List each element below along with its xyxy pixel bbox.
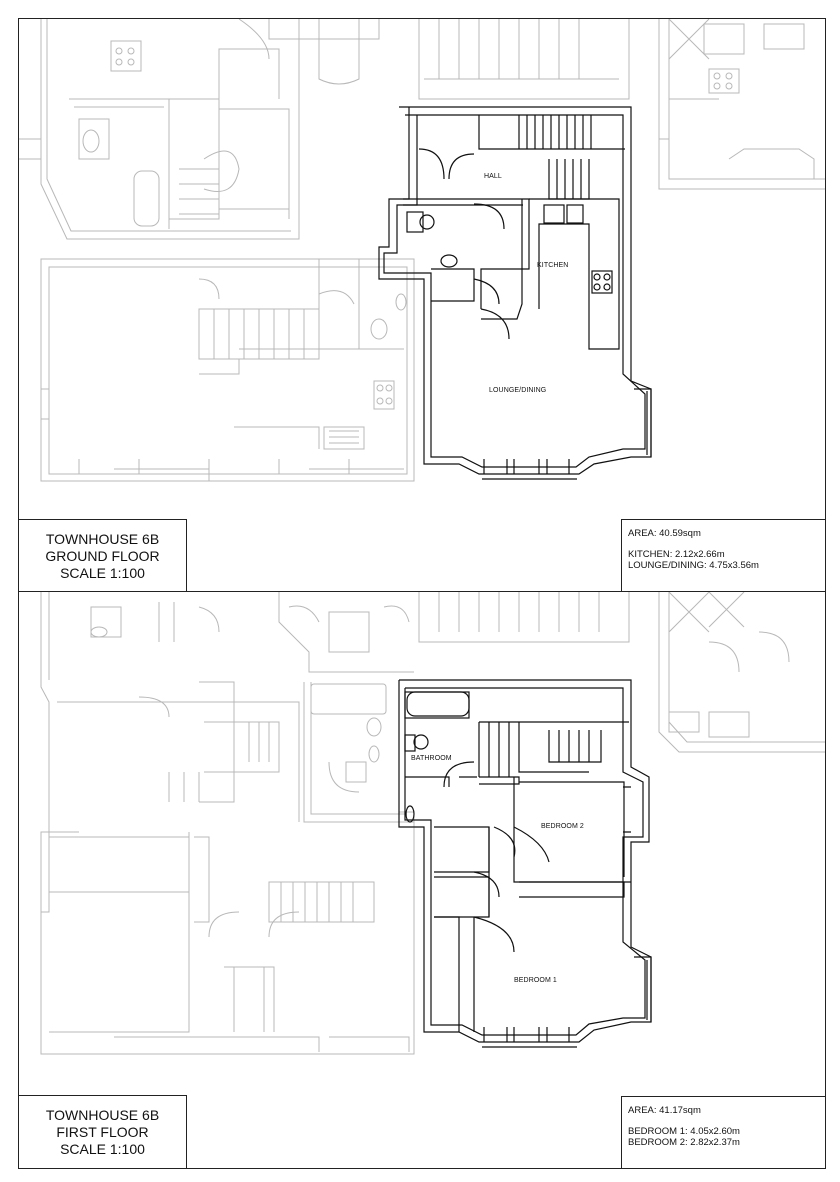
- room-label-kitchen: KITCHEN: [537, 262, 569, 269]
- room-label-bedroom-1: BEDROOM 1: [514, 977, 557, 984]
- ground-floor-title-block: TOWNHOUSE 6B GROUND FLOOR SCALE 1:100: [19, 519, 187, 592]
- first-floor-plan: [40, 592, 825, 1055]
- room-size-line: BEDROOM 1: 4.05x2.60m: [628, 1126, 740, 1137]
- title-line-3: SCALE 1:100: [60, 1140, 145, 1157]
- first-floor-unit-walls: [398, 679, 652, 1048]
- room-size-line: KITCHEN: 2.12x2.66m: [628, 549, 725, 560]
- first-floor-sheet: BATHROOM BEDROOM 2 BEDROOM 1 TOWNHOUSE 6…: [18, 591, 826, 1169]
- title-line-1: TOWNHOUSE 6B: [45, 1106, 160, 1123]
- title-line-1: TOWNHOUSE 6B: [45, 530, 160, 547]
- ground-floor-area-schedule: AREA: 40.59sqm KITCHEN: 2.12x2.66m LOUNG…: [621, 519, 825, 592]
- room-size-line: BEDROOM 2: 2.82x2.37m: [628, 1137, 740, 1148]
- title-line-2: GROUND FLOOR: [45, 547, 160, 564]
- room-label-bathroom: BATHROOM: [411, 755, 452, 762]
- room-label-hall: HALL: [484, 173, 502, 180]
- title-line-3: SCALE 1:100: [60, 564, 145, 581]
- neighbouring-units-context: [40, 592, 825, 1055]
- room-label-bedroom-2: BEDROOM 2: [541, 823, 584, 830]
- title-line-2: FIRST FLOOR: [56, 1123, 149, 1140]
- room-size-line: LOUNGE/DINING: 4.75x3.56m: [628, 560, 759, 571]
- first-floor-title-block: TOWNHOUSE 6B FIRST FLOOR SCALE 1:100: [19, 1095, 187, 1168]
- area-total: AREA: 40.59sqm: [628, 528, 701, 539]
- neighbouring-units-context: [19, 19, 825, 482]
- area-total: AREA: 41.17sqm: [628, 1105, 701, 1116]
- ground-floor-sheet: HALL KITCHEN LOUNGE/DINING TOWNHOUSE 6B …: [18, 18, 826, 593]
- room-label-lounge-dining: LOUNGE/DINING: [489, 387, 547, 394]
- ground-floor-unit-walls: [378, 106, 652, 480]
- first-floor-area-schedule: AREA: 41.17sqm BEDROOM 1: 4.05x2.60m BED…: [621, 1096, 825, 1168]
- ground-floor-plan: [19, 19, 825, 482]
